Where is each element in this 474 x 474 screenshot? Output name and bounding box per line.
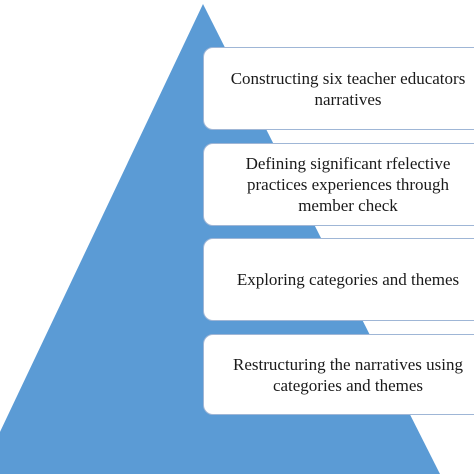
step-3-text: Exploring categories and themes: [236, 270, 460, 289]
step-box-3: Exploring categories and themes: [203, 238, 474, 321]
step-1-text: Constructing six teacher educators narra…: [230, 68, 466, 109]
step-box-4: Restructuring the narratives using categ…: [203, 334, 474, 415]
step-box-2: Defining significant rfelective practice…: [203, 143, 474, 226]
step-2-text: Defining significant rfelective practice…: [245, 154, 451, 215]
step-4-text: Restructuring the narratives using categ…: [233, 354, 463, 395]
step-box-1: Constructing six teacher educators narra…: [203, 47, 474, 130]
